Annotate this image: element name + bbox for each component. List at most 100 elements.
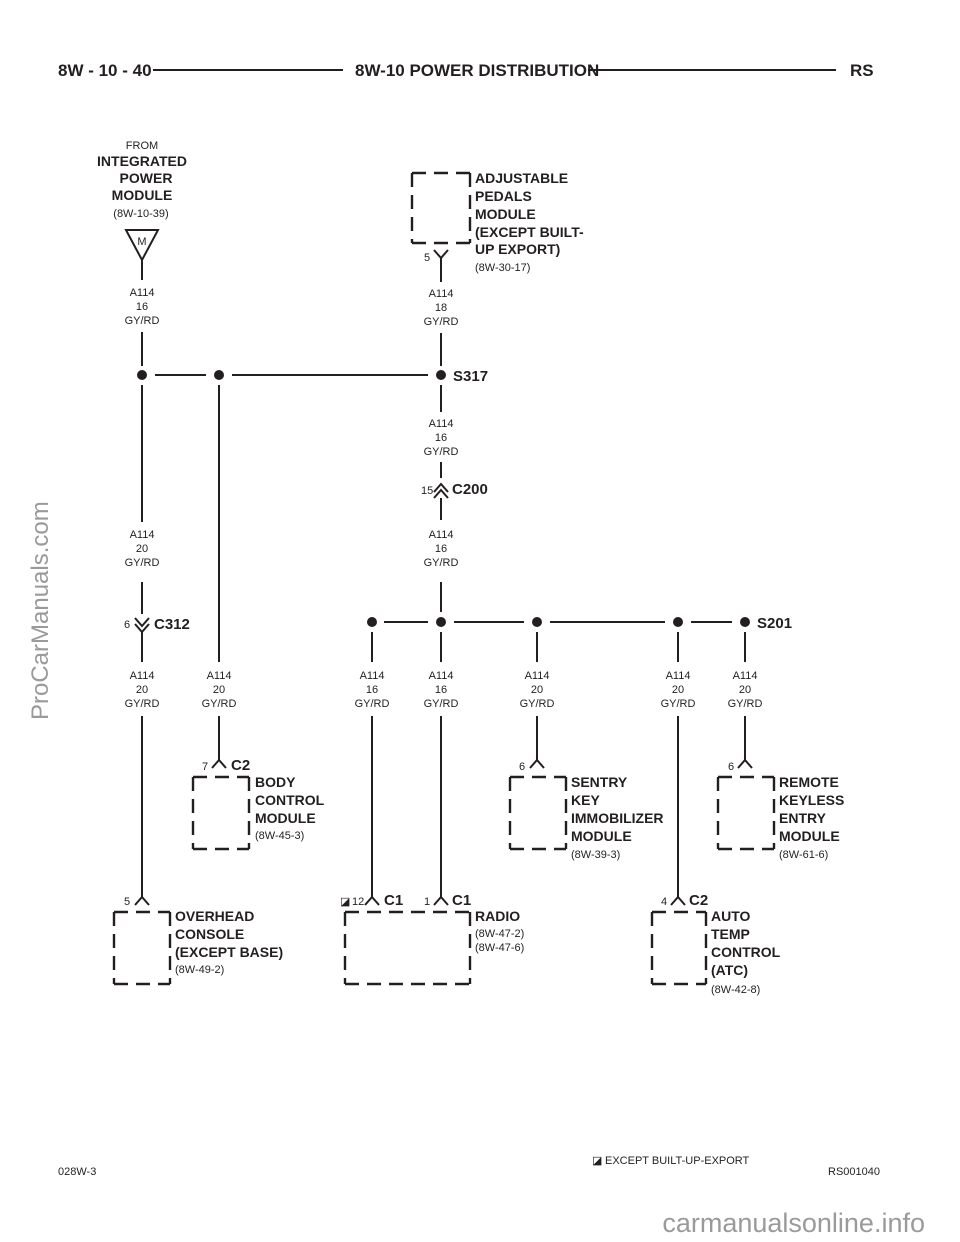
- module-name: KEY: [571, 792, 600, 808]
- overhead-console-module: 5 OVERHEAD CONSOLE (EXCEPT BASE) (8W-49-…: [112, 895, 283, 986]
- wire-label-rke: A114 20 GY/RD: [728, 670, 763, 710]
- bottom-watermark: carmanualsonline.info: [662, 1208, 925, 1238]
- wire-gauge: 20: [739, 684, 751, 696]
- connector-label: C312: [154, 616, 190, 633]
- connector-c312: 6 C312: [124, 616, 190, 662]
- splice-label-s201: S201: [757, 615, 792, 632]
- pin-number: 12: [352, 896, 364, 908]
- wire-circuit: A114: [429, 529, 454, 541]
- terminal-icon: [211, 758, 227, 769]
- module-name: OVERHEAD: [175, 908, 254, 924]
- wire-circuit: A114: [429, 670, 454, 682]
- model-code: RS: [850, 61, 874, 80]
- wire-color: GY/RD: [728, 698, 763, 710]
- wire-gauge: 16: [136, 301, 148, 313]
- bus-s201: S201: [367, 615, 792, 632]
- module-name: AUTO: [711, 908, 751, 924]
- wire-gauge: 16: [435, 432, 447, 444]
- splice-label-s317: S317: [453, 368, 488, 385]
- connector-label: C1: [384, 892, 403, 909]
- wire-circuit: A114: [429, 288, 454, 300]
- fuse-label: M: [137, 236, 146, 248]
- connector-c200: 15 C200: [421, 481, 488, 520]
- module-ref: (8W-42-8): [711, 984, 760, 996]
- pin-number: 4: [661, 896, 667, 908]
- splice-dot: [436, 617, 446, 627]
- wire-label-radio2: A114 16 GY/RD: [424, 670, 459, 710]
- wire-gauge: 20: [531, 684, 543, 696]
- module-name: (EXCEPT BUILT-: [475, 224, 584, 240]
- module-name: PEDALS: [475, 188, 532, 204]
- terminal-icon: [737, 758, 753, 769]
- module-ref: (8W-49-2): [175, 964, 224, 976]
- connector-label: C1: [452, 892, 471, 909]
- page-header: 8W - 10 - 40 8W-10 POWER DISTRIBUTION RS: [58, 61, 874, 80]
- module-ref: (8W-45-3): [255, 830, 304, 842]
- ipm-source: FROM INTEGRATED POWER MODULE (8W-10-39) …: [97, 140, 187, 280]
- module-name: IMMOBILIZER: [571, 810, 664, 826]
- wire-circuit: A114: [130, 287, 155, 299]
- wire-label-radio1: A114 16 GY/RD: [355, 670, 390, 710]
- module-name: MODULE: [255, 810, 316, 826]
- wire-circuit: A114: [130, 529, 155, 541]
- connector-icon: [433, 488, 449, 499]
- module-ref: (8W-39-3): [571, 849, 620, 861]
- auto-temp-control-module: 4 C2 AUTO TEMP CONTROL (ATC) (8W-42-8): [650, 892, 781, 996]
- splice-dot: [137, 370, 147, 380]
- wire-gauge: 18: [435, 302, 447, 314]
- module-name: UP EXPORT): [475, 241, 560, 257]
- splice-dot: [367, 617, 377, 627]
- wire-color: GY/RD: [355, 698, 390, 710]
- ipm-name-line1: INTEGRATED: [97, 153, 187, 169]
- wire-label-left-upper: A114 20 GY/RD: [125, 529, 160, 569]
- wire-gauge: 20: [672, 684, 684, 696]
- wire-gauge: 20: [213, 684, 225, 696]
- except-export-icon: ◪: [340, 896, 350, 908]
- pin-number: 6: [519, 761, 525, 773]
- wire-circuit: A114: [733, 670, 758, 682]
- module-name: CONTROL: [711, 944, 781, 960]
- terminal-icon: [529, 758, 545, 769]
- wire-gauge: 20: [136, 543, 148, 555]
- module-ref: (8W-47-6): [475, 942, 524, 954]
- page-title: 8W-10 POWER DISTRIBUTION: [355, 61, 599, 80]
- module-name: MODULE: [779, 828, 840, 844]
- wire-label-left-lower: A114 20 GY/RD: [125, 670, 160, 710]
- body-control-module: 7 C2 BODY CONTROL MODULE (8W-45-3): [191, 757, 325, 851]
- ipm-ref: (8W-10-39): [113, 208, 168, 220]
- splice-dot: [436, 370, 446, 380]
- module-name: RADIO: [475, 908, 520, 924]
- module-name: BODY: [255, 774, 296, 790]
- module-name: ADJUSTABLE: [475, 170, 568, 186]
- wire-label-atc: A114 20 GY/RD: [661, 670, 696, 710]
- wire-circuit: A114: [525, 670, 550, 682]
- wire-color: GY/RD: [520, 698, 555, 710]
- splice-dot: [532, 617, 542, 627]
- module-name: (ATC): [711, 962, 748, 978]
- page-footer: ◪ EXCEPT BUILT-UP-EXPORT 028W-3 RS001040: [58, 1155, 880, 1178]
- wire-label-s317-down: A114 16 GY/RD: [424, 418, 459, 458]
- terminal-icon: [433, 249, 449, 260]
- figure-code: 028W-3: [58, 1166, 96, 1178]
- adjustable-pedals-module: ADJUSTABLE PEDALS MODULE (EXCEPT BUILT- …: [410, 170, 584, 282]
- from-label: FROM: [126, 140, 158, 152]
- module-name: CONTROL: [255, 792, 325, 808]
- remote-keyless-entry-module: 6 REMOTE KEYLESS ENTRY MODULE (8W-61-6): [716, 758, 844, 861]
- pin-number: 7: [202, 761, 208, 773]
- module-name: SENTRY: [571, 774, 628, 790]
- legend-text: EXCEPT BUILT-UP-EXPORT: [605, 1155, 750, 1167]
- module-name: MODULE: [475, 206, 536, 222]
- wire-label-ipm: A114 16 GY/RD: [125, 287, 160, 327]
- terminal-icon: [670, 895, 686, 906]
- wire-label-pedals: A114 18 GY/RD: [424, 288, 459, 328]
- wire-circuit: A114: [207, 670, 232, 682]
- pin-number: 5: [124, 896, 130, 908]
- connector-icon: [134, 617, 150, 628]
- wire-label-bcm: A114 20 GY/RD: [202, 670, 237, 710]
- wire-color: GY/RD: [125, 557, 160, 569]
- drawing-number: RS001040: [828, 1166, 880, 1178]
- ipm-name-line2: POWER: [120, 170, 173, 186]
- except-export-icon: ◪: [592, 1155, 602, 1167]
- module-ref: (8W-47-2): [475, 928, 524, 940]
- module-name: KEYLESS: [779, 792, 844, 808]
